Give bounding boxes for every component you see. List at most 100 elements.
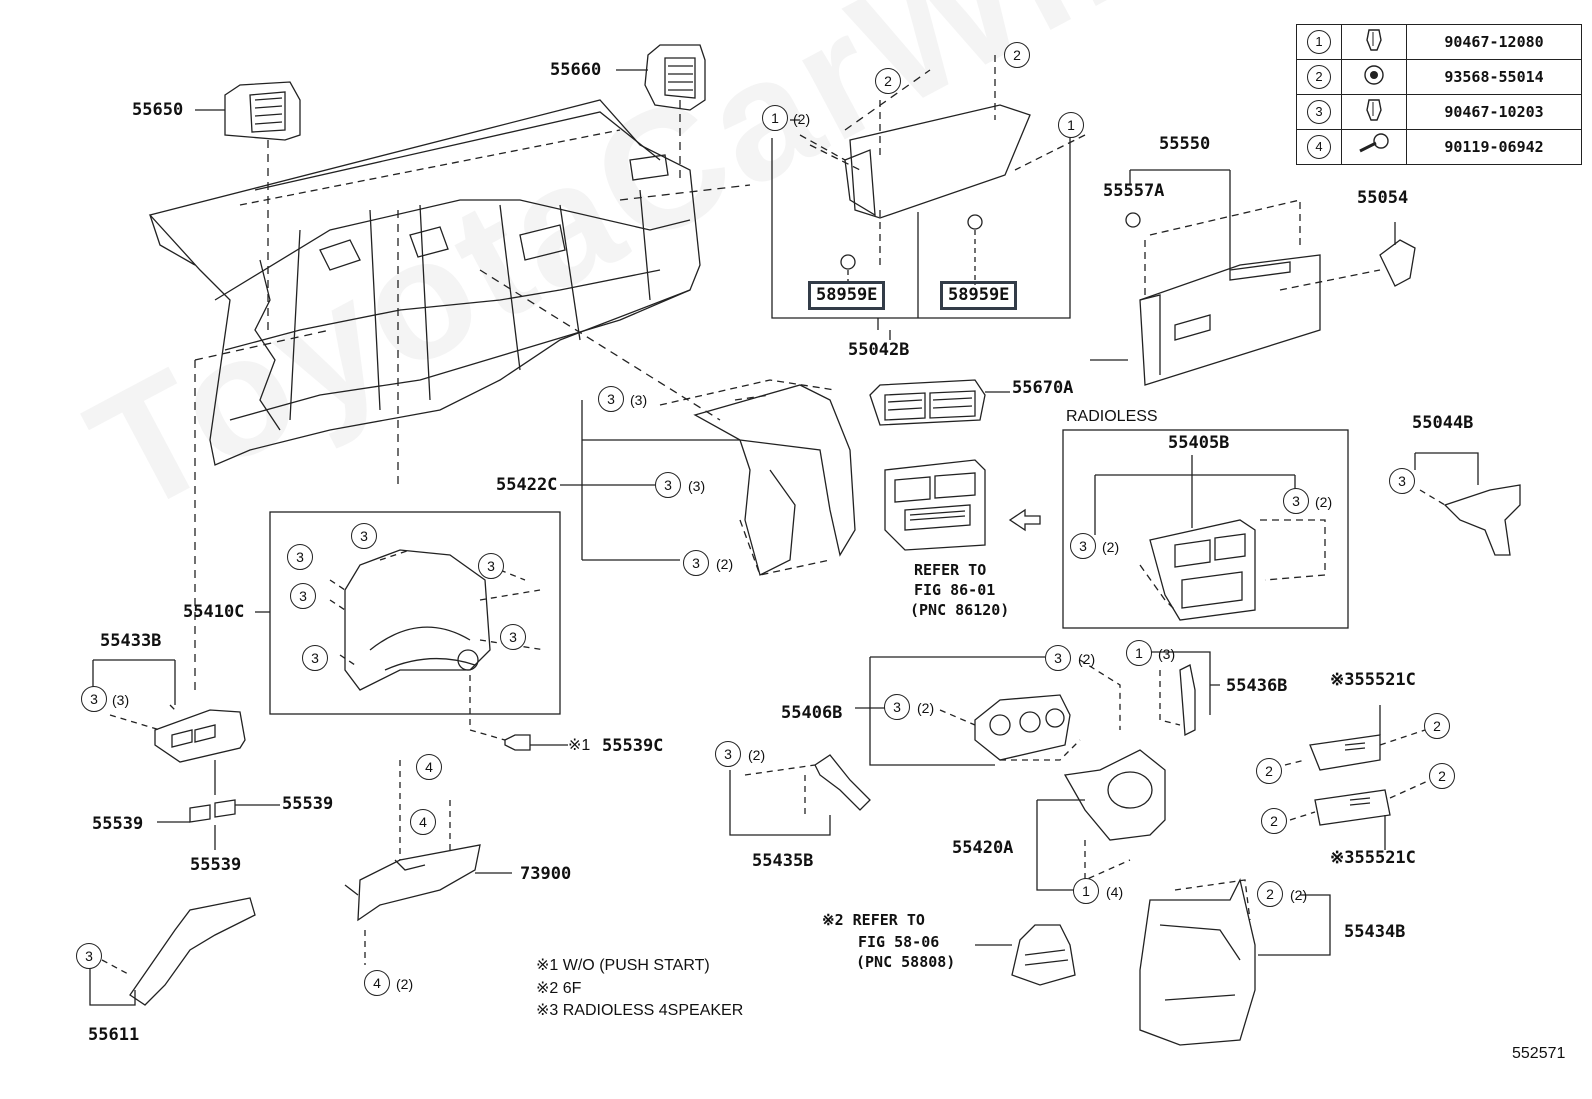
glove-box-55550 [1125,169,1416,386]
callout-circle: 4 [416,754,442,780]
callout-circle: 3 [1070,533,1096,559]
callout-qty: (4) [1106,884,1124,900]
cluster-panel-55422C [560,379,856,576]
trim-55435B [729,754,871,836]
legend-part-number: 90467-12080 [1406,24,1582,60]
refer-line: FIG 86-01 [914,581,996,599]
callout-circle: 3 [655,472,681,498]
callout-qty: (2) [396,976,414,992]
callout-qty: (2) [1078,651,1096,667]
shift-bezel-55420A [1036,749,1166,891]
figure-id: 552571 [1512,1045,1566,1062]
callout-circle: 3 [287,544,313,570]
part-label: 55550 [1159,134,1211,154]
legend-number: 2 [1307,65,1331,89]
side-vent-55660 [616,44,706,111]
footnote: ※3 RADIOLESS 4SPEAKER [536,1002,744,1019]
callout-circle: 2 [1004,42,1030,68]
mark-3: ※3 [1330,848,1355,868]
callout-circle: 2 [875,68,901,94]
callout-circle: 3 [76,943,102,969]
bracket-55044B [1414,452,1521,556]
part-label: 55434B [1344,922,1406,942]
callout-circle: 2 [1429,763,1455,789]
side-panel-55611 [89,897,256,1006]
callout-qty: (2) [1315,494,1333,510]
side-vent-55650 [195,81,301,141]
console-55434B [1139,878,1331,1046]
legend-row: 4 90119-06942 [1296,129,1582,165]
part-label: 55539 [190,855,242,875]
refer-line: ※2 REFER TO [822,911,925,929]
callout-circle: 2 [1257,881,1283,907]
callout-circle: 3 [351,523,377,549]
part-label: 55436B [1226,676,1288,696]
callout-qty: (2) [1290,887,1308,903]
callout-circle: 3 [884,694,910,720]
speaker-covers-55521C [1284,705,1431,850]
mark-2: ※2 [822,911,844,929]
refer-line: (PNC 86120) [910,601,1010,619]
callout-qty: (2) [716,556,734,572]
fastener-legend: 1 90467-12080 2 93568-55014 3 90467-1020… [1296,24,1582,165]
part-label: 55044B [1412,413,1474,433]
legend-row: 1 90467-12080 [1296,24,1582,60]
callout-circle: 3 [478,553,504,579]
callout-qty: (2) [793,111,811,127]
callout-circle: 3 [1045,645,1071,671]
clip-icon [1341,24,1407,60]
callout-qty: (3) [630,392,648,408]
part-label: 55670A [1012,378,1074,398]
instrument-panel-frame [148,99,701,466]
cluster-hood-box [255,511,568,751]
part-label: 55611 [88,1025,140,1045]
part-label: 73900 [520,864,572,884]
legend-part-number: 90119-06942 [1406,129,1582,165]
callout-circle: 2 [1256,758,1282,784]
legend-row: 3 90467-10203 [1296,94,1582,130]
refer-line: REFER TO [914,561,987,579]
trim-55436B [1150,651,1220,737]
callout-circle: 1 [1058,112,1084,138]
callout-circle: 1 [1126,640,1152,666]
callout-circle: 4 [410,809,436,835]
center-vent-55670A [869,379,1010,426]
callout-circle: 3 [81,686,107,712]
callout-circle: 3 [1283,488,1309,514]
refer-line: (PNC 58808) [856,953,956,971]
callout-circle: 3 [290,583,316,609]
ac-control-55406B [855,656,1121,766]
part-label: 55435B [752,851,814,871]
callout-circle: 4 [364,970,390,996]
legend-number: 1 [1307,30,1331,54]
misc-leaders [889,330,1128,361]
callout-qty: (3) [1158,646,1176,662]
part-label: 55406B [781,703,843,723]
leader-dashes [194,69,931,690]
screw-icon [1341,129,1407,165]
radio-bezel [884,459,1041,551]
callout-qty: (2) [917,700,935,716]
part-label-with-mark: ※355521C [1330,850,1416,867]
part-label: 55660 [550,60,602,80]
part-label: 55539C [602,736,664,756]
legend-number: 4 [1307,135,1331,159]
legend-row: 2 93568-55014 [1296,59,1582,95]
radioless-caption: RADIOLESS [1066,408,1158,425]
part-label: 55433B [100,631,162,651]
callout-circle: 3 [302,645,328,671]
refer-line: FIG 58-06 [858,933,940,951]
callout-circle: 3 [500,624,526,650]
callout-circle: 1 [762,105,788,131]
shift-boot [975,924,1076,986]
part-label-boxed: 58959E [940,281,1018,310]
part-label: 55539 [92,814,144,834]
nut-icon [1341,59,1407,95]
footnote: ※1 W/O (PUSH START) [536,957,710,974]
callout-qty: (3) [112,692,130,708]
callout-qty: (2) [748,747,766,763]
part-number: 55521C [1354,670,1416,690]
part-label-with-mark: ※355521C [1330,672,1416,689]
callout-circle: 3 [598,386,624,412]
